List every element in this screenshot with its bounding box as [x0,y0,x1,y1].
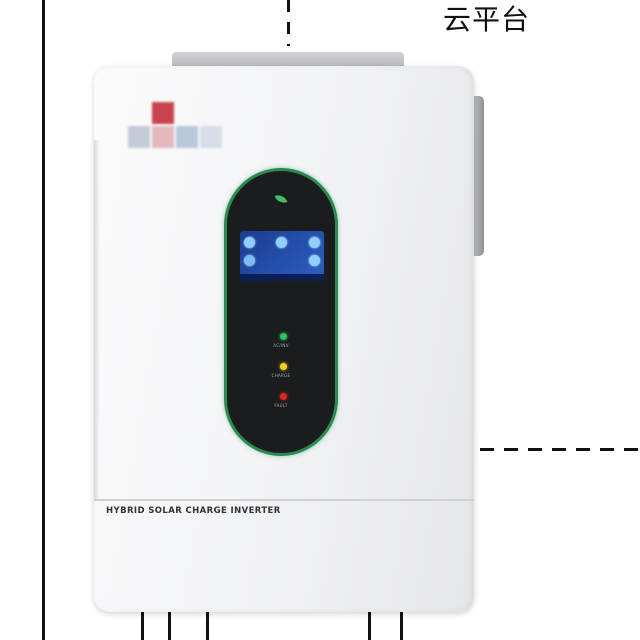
product-label: HYBRID SOLAR CHARGE INVERTER [106,506,281,516]
leaf-icon [274,192,288,206]
wire-bottom-5 [400,608,403,640]
led-label-charge: CHARGE [271,373,291,378]
lcd-status-bar [240,274,324,281]
inverter-left-edge [94,140,100,500]
battery-icon [309,237,320,248]
wire-bottom-2 [168,608,171,640]
wire-dashed-top [287,0,290,46]
wire-bottom-1 [141,608,144,640]
pv-icon [244,237,255,248]
inverter-icon [244,255,255,266]
status-led-red [280,393,287,400]
lcd-screen [240,231,324,281]
control-panel: AC/INV CHARGE FAULT [224,168,338,456]
grid-icon [276,237,287,248]
body-seam [94,499,474,501]
load-icon [309,255,320,266]
wire-bottom-3 [206,608,209,640]
wire-left [42,0,45,640]
status-led-green [280,333,287,340]
status-led-yellow [280,363,287,370]
led-label-fault: FAULT [274,403,288,408]
led-label-acinv: AC/INV [273,343,289,348]
wire-bottom-4 [368,608,371,640]
wire-dashed-right [480,448,640,451]
cloud-platform-label: 云平台 [443,3,531,36]
